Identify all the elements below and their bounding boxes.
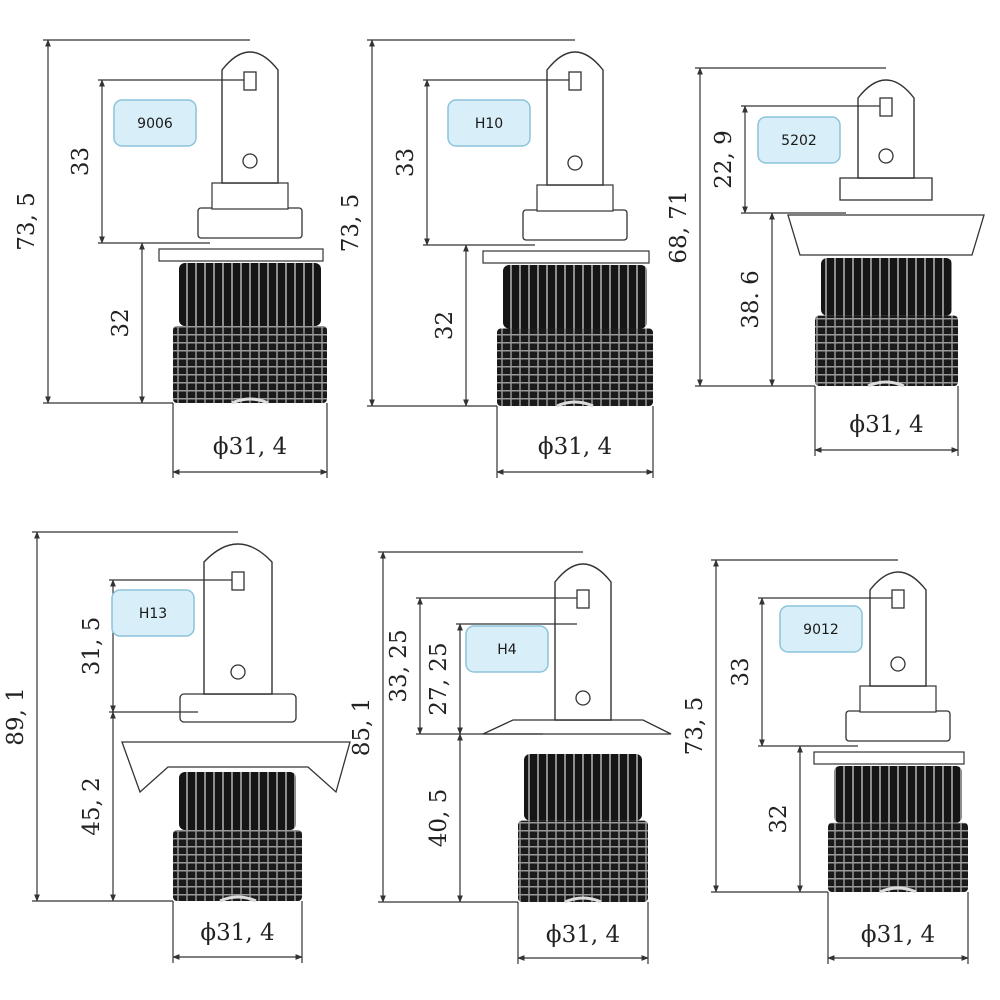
diameter-label: ϕ31, 4 (538, 434, 612, 460)
bulb-neck (536, 184, 614, 212)
bulb-9006: 73, 5 33 32 ϕ31, 4 9006 (14, 39, 328, 478)
led-chip-icon (231, 571, 245, 591)
upper-height-label: 22, 9 (711, 130, 737, 189)
overall-height-label: 73, 5 (14, 192, 40, 251)
led-board (546, 51, 604, 186)
heatsink-base (828, 822, 968, 892)
diameter-label: ϕ31, 4 (861, 922, 935, 948)
bulb-h10: 73, 5 33 32 ϕ31, 4 H10 (338, 39, 654, 478)
overall-height-label: 68, 71 (666, 190, 692, 263)
upper-height-label: 33 (68, 147, 94, 176)
led-board (203, 543, 273, 695)
bulb-collar (179, 693, 297, 723)
heatsink-base (497, 328, 653, 406)
model-label: 5202 (781, 133, 817, 149)
screw-icon (575, 690, 591, 706)
model-label: 9006 (137, 116, 173, 132)
lower-height-label: 32 (108, 308, 134, 337)
screw-icon (230, 664, 246, 680)
overall-height-label: 73, 5 (682, 697, 708, 756)
lower-height-label: 38. 6 (738, 270, 764, 329)
model-label: H10 (475, 116, 503, 132)
heatsink-base (518, 820, 648, 902)
model-badge (779, 605, 863, 653)
diameter-label: ϕ31, 4 (213, 434, 287, 460)
heatsink-fins (524, 754, 642, 821)
bulb-collar (839, 177, 933, 201)
overall-height-label: 85, 1 (349, 698, 375, 757)
diameter-label: ϕ31, 4 (546, 922, 620, 948)
led-chip-icon (879, 97, 893, 117)
socket-flange (813, 751, 965, 765)
screw-icon (567, 155, 583, 171)
upper-height-label: 33 (393, 148, 419, 177)
bulb-h4: 85, 1 33, 25 27, 25 40, 5 ϕ31, 4 H4 (349, 551, 672, 964)
socket-flange (121, 741, 351, 794)
base-notch (231, 397, 269, 405)
bulb-neck (859, 685, 937, 713)
upper-height-label: 31, 5 (79, 617, 105, 676)
heatsink-fins (821, 258, 952, 316)
model-badge (465, 625, 549, 673)
bulb-collar (522, 209, 628, 241)
bulb-h13: 89, 1 31, 5 45, 2 ϕ31, 4 H13 (3, 531, 351, 963)
upper-height-label: 33, 25 (386, 629, 412, 702)
socket-flange (482, 719, 672, 735)
socket-flange (158, 248, 324, 262)
heatsink-base (173, 830, 302, 901)
led-chip-icon (576, 589, 590, 609)
base-notch (564, 896, 602, 904)
led-board (554, 563, 612, 721)
bulb-9012: 73, 5 33 32 ϕ31, 4 9012 (682, 559, 969, 964)
socket-flange (787, 214, 985, 256)
base-notch (867, 380, 905, 388)
heatsink-base (815, 315, 958, 386)
screw-icon (242, 153, 258, 169)
diameter-label: ϕ31, 4 (849, 412, 923, 438)
heatsink-fins (179, 263, 321, 326)
model-label: H4 (497, 642, 517, 658)
led-board (221, 51, 279, 184)
heatsink-fins (834, 766, 962, 823)
led-chip-icon (243, 71, 257, 91)
lower-height-label: 32 (766, 804, 792, 833)
led-chip-icon (568, 71, 582, 91)
model-badge (113, 99, 197, 147)
base-notch (556, 400, 594, 408)
overall-height-label: 89, 1 (3, 687, 29, 746)
screw-icon (890, 656, 906, 672)
lower-height-label: 40, 5 (426, 789, 452, 848)
diameter-label: ϕ31, 4 (200, 920, 274, 946)
model-badge (447, 99, 531, 147)
model-badge (111, 589, 195, 637)
model-label: 9012 (803, 622, 839, 638)
model-label: H13 (139, 606, 167, 622)
bulb-neck (211, 182, 289, 210)
led-board (869, 571, 927, 687)
bulb-5202: 68, 71 22, 9 38. 6 ϕ31, 4 5202 (666, 67, 985, 456)
led-board (857, 79, 915, 179)
model-badge (757, 116, 841, 164)
base-notch (219, 895, 257, 903)
upper-height-label: 33 (728, 657, 754, 686)
overall-height-label: 73, 5 (338, 194, 364, 253)
socket-flange (482, 250, 650, 264)
bulb-collar (197, 207, 303, 239)
base-notch (879, 886, 917, 894)
heatsink-base (173, 326, 327, 403)
lower-height-label: 45, 2 (79, 777, 105, 836)
heatsink-fins (179, 772, 296, 831)
bulb-collar (845, 710, 951, 742)
upper2-height-label: 27, 25 (426, 642, 452, 715)
heatsink-fins (503, 265, 647, 329)
lower-height-label: 32 (432, 311, 458, 340)
screw-icon (878, 148, 894, 164)
led-chip-icon (891, 589, 905, 609)
